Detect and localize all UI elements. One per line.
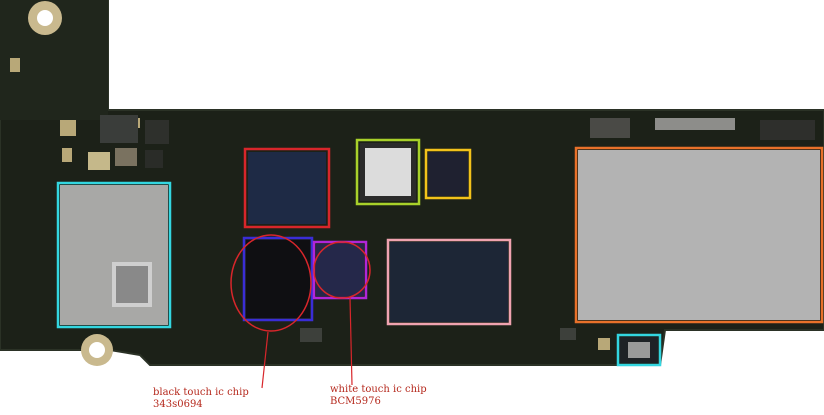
highlight-box-cyan-small	[616, 333, 662, 367]
caption-white-line1: white touch ic chip	[330, 384, 427, 395]
chips	[60, 143, 820, 363]
caption-black-touch-chip: black touch ic chip 343s0694	[153, 387, 249, 411]
caption-white-line2: BCM5976	[330, 396, 381, 407]
black-touch-ic-chip	[246, 240, 310, 318]
caption-black-line2: 343s0694	[153, 399, 203, 410]
highlight-box-red	[243, 147, 331, 229]
caption-black-line1: black touch ic chip	[153, 387, 249, 398]
highlight-box-green	[355, 138, 421, 206]
highlight-box-pink	[386, 238, 512, 326]
leader-line-white-chip	[349, 297, 353, 386]
small-components	[88, 115, 815, 342]
chip-yellow	[428, 152, 468, 196]
leader-line-black-chip	[261, 331, 269, 389]
highlight-box-blue	[242, 236, 314, 322]
chip-red	[248, 152, 326, 224]
highlight-circle-white-chip	[313, 241, 371, 299]
white-touch-ic-chip	[316, 244, 364, 296]
highlight-box-cyan-left	[56, 181, 172, 329]
annotation-boxes	[56, 138, 824, 367]
chip-pink	[390, 242, 508, 322]
caption-white-touch-chip: white touch ic chip BCM5976	[330, 384, 427, 408]
highlight-circle-black-chip	[230, 234, 312, 332]
highlight-box-orange	[574, 146, 824, 324]
mounting-holes	[28, 1, 113, 366]
highlight-box-yellow	[424, 148, 472, 200]
shielded-module-right	[578, 150, 820, 320]
